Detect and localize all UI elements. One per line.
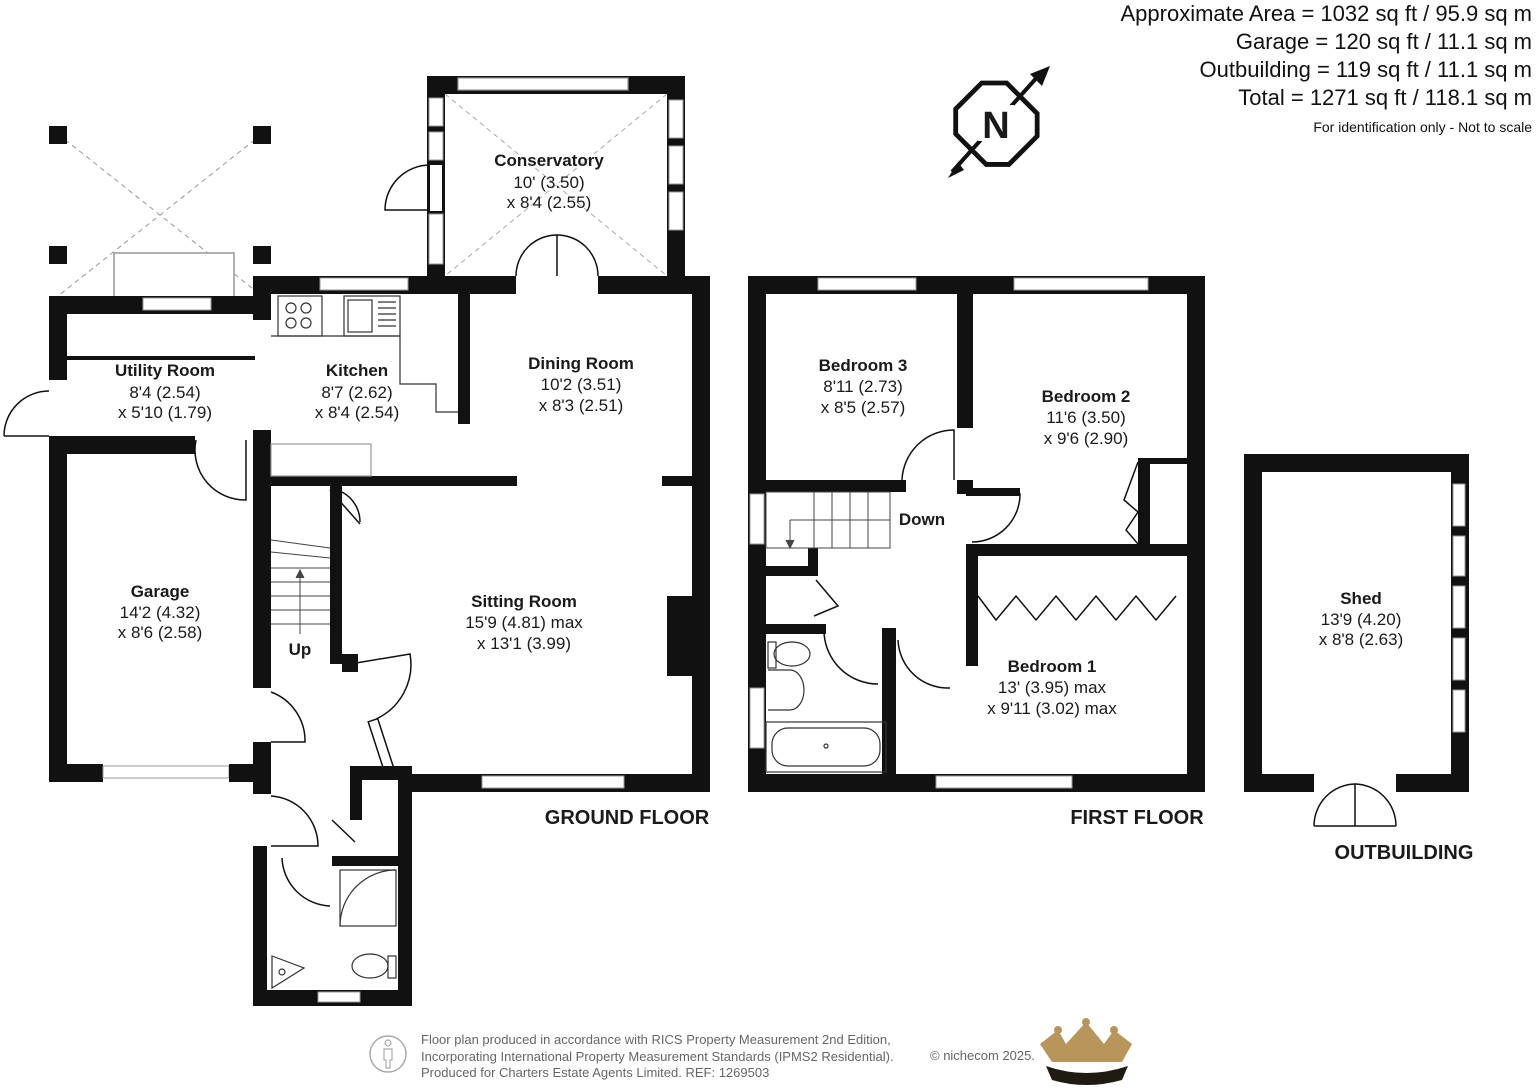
room-dim-bedroom3-1: 8'11 (2.73)	[823, 377, 902, 396]
stairs-down	[765, 491, 891, 550]
room-dim-bedroom2-2: x 9'6 (2.90)	[1044, 429, 1129, 448]
scale-note: For identification only - Not to scale	[1313, 119, 1532, 135]
first-floor-label: FIRST FLOOR	[1070, 807, 1204, 829]
footer-line-1: Floor plan produced in accordance with R…	[421, 1032, 891, 1047]
area-summary: Approximate Area = 1032 sq ft / 95.9 sq …	[1120, 0, 1532, 138]
room-dim-dining-2: x 8'3 (2.51)	[539, 396, 624, 415]
room-dim-kitchen-1: 8'7 (2.62)	[321, 383, 392, 402]
room-dim-utility-1: 8'4 (2.54)	[129, 383, 200, 402]
first-floor-plan: Bedroom 3 8'11 (2.73) x 8'5 (2.57) Bedro…	[748, 276, 1205, 829]
room-dim-bedroom3-2: x 8'5 (2.57)	[821, 398, 906, 417]
person-icon	[369, 1035, 407, 1073]
room-dim-dining-1: 10'2 (3.51)	[541, 375, 622, 394]
room-name-bedroom2: Bedroom 2	[1042, 387, 1131, 406]
room-dim-bedroom1-2: x 9'11 (3.02) max	[987, 699, 1117, 718]
garage-area: Garage = 120 sq ft / 11.1 sq m	[1235, 29, 1532, 54]
stairs-down-label: Down	[899, 510, 945, 529]
room-dim-garage-1: 14'2 (4.32)	[120, 603, 201, 622]
footer-copyright: © nichecom 2025.	[930, 1048, 1035, 1063]
outbuilding-label: OUTBUILDING	[1335, 842, 1474, 864]
room-name-garage: Garage	[131, 582, 190, 601]
ground-floor-plan: Conservatory 10' (3.50) x 8'4 (2.55) Uti…	[3, 76, 710, 1006]
room-dim-kitchen-2: x 8'4 (2.54)	[315, 403, 400, 422]
room-name-conservatory: Conservatory	[494, 151, 604, 170]
first-floor-walls	[748, 276, 1205, 792]
room-name-bedroom3: Bedroom 3	[819, 356, 908, 375]
room-name-dining: Dining Room	[528, 354, 634, 373]
room-name-shed: Shed	[1340, 589, 1382, 608]
room-dim-conservatory-2: x 8'4 (2.55)	[507, 193, 592, 212]
room-name-bedroom1: Bedroom 1	[1008, 657, 1097, 676]
shower-room-fittings	[271, 869, 397, 990]
room-dim-conservatory-1: 10' (3.50)	[513, 173, 584, 192]
room-dim-utility-2: x 5'10 (1.79)	[118, 403, 212, 422]
footer-line-2: Incorporating International Property Mea…	[421, 1048, 894, 1064]
north-arrow-icon: N	[948, 66, 1050, 178]
total-area: Total = 1271 sq ft / 118.1 sq m	[1238, 85, 1532, 110]
house-walls	[3, 234, 710, 1006]
ground-floor-label: GROUND FLOOR	[545, 807, 710, 829]
compass-letter: N	[982, 105, 1009, 147]
crown-logo	[1040, 1018, 1132, 1085]
outbuilding-area: Outbuilding = 119 sq ft / 11.1 sq m	[1199, 57, 1532, 82]
room-dim-shed-2: x 8'8 (2.63)	[1319, 630, 1404, 649]
stairs-up-label: Up	[289, 640, 312, 659]
outbuilding-plan: Shed 13'9 (4.20) x 8'8 (2.63) OUTBUILDIN…	[1244, 454, 1473, 864]
room-dim-shed-1: 13'9 (4.20)	[1321, 610, 1402, 629]
room-name-sitting: Sitting Room	[471, 592, 577, 611]
first-floor-doors	[813, 429, 1177, 689]
room-dim-bedroom2-1: 11'6 (3.50)	[1046, 408, 1125, 427]
approximate-area: Approximate Area = 1032 sq ft / 95.9 sq …	[1120, 1, 1532, 26]
stairs-up	[270, 539, 331, 634]
room-dim-bedroom1-1: 13' (3.95) max	[998, 678, 1107, 697]
conservatory-walls	[384, 76, 685, 277]
room-dim-sitting-1: 15'9 (4.81) max	[465, 613, 583, 632]
footer-line-3: Produced for Charters Estate Agents Limi…	[421, 1065, 770, 1080]
room-name-utility: Utility Room	[115, 361, 215, 380]
room-dim-sitting-2: x 13'1 (3.99)	[477, 634, 571, 653]
kitchen-fittings	[270, 295, 458, 477]
bathroom-fittings	[765, 641, 887, 773]
footer-text: Floor plan produced in accordance with R…	[421, 1032, 894, 1082]
room-name-kitchen: Kitchen	[326, 361, 388, 380]
room-dim-garage-2: x 8'6 (2.58)	[118, 623, 203, 642]
